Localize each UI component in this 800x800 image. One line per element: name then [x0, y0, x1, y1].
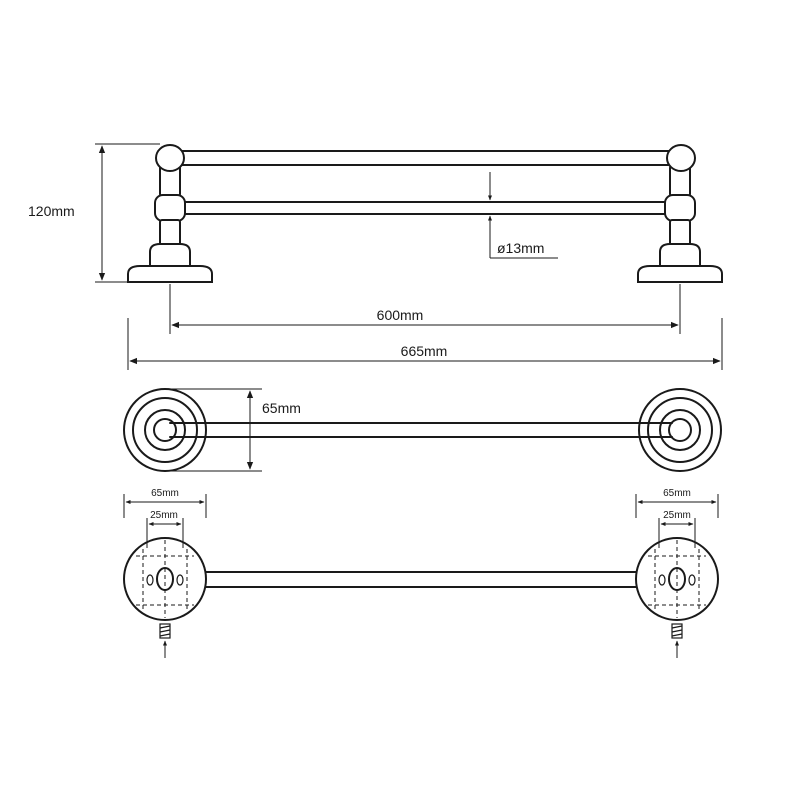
- screw-hole-icon: [176, 574, 184, 586]
- screw-icon: [159, 623, 171, 658]
- screw-hole-icon: [146, 574, 154, 586]
- left-plate-diameter-label: 65mm: [151, 488, 179, 499]
- screw-hole-icon: [658, 574, 666, 586]
- lower-rail: [179, 201, 671, 215]
- height-label: 120mm: [28, 203, 75, 219]
- tube-diameter-dimension: ø13mm: [488, 172, 558, 259]
- rosette-diameter-label: 65mm: [262, 400, 301, 416]
- rosette-diameter-dimension: 65mm: [165, 388, 301, 472]
- left-mounting-plate: [123, 537, 207, 658]
- left-plate-dimensions: 65mm 25mm: [123, 488, 207, 548]
- screw-hole-icon: [688, 574, 696, 586]
- left-hole-spacing-label: 25mm: [150, 510, 178, 521]
- front-view: 120mm ø13mm 600mm 665mm: [28, 143, 723, 370]
- inner-span-dimension: 600mm: [169, 284, 681, 334]
- overall-length-dimension: 665mm: [127, 318, 723, 370]
- left-post: [127, 144, 213, 283]
- mounting-view: 65mm 25mm 65mm 25mm: [123, 488, 719, 658]
- right-mounting-plate: [635, 537, 719, 658]
- center-hole-icon: [156, 567, 174, 591]
- height-dimension: 120mm: [28, 143, 160, 283]
- top-view: 65mm: [123, 388, 722, 472]
- right-plate-dimensions: 65mm 25mm: [635, 488, 719, 548]
- inner-span-label: 600mm: [377, 307, 424, 323]
- upper-rail: [169, 150, 681, 166]
- tube-diameter-label: ø13mm: [497, 240, 544, 256]
- right-post: [637, 144, 723, 283]
- right-rosette-top: [638, 388, 722, 472]
- right-plate-diameter-label: 65mm: [663, 488, 691, 499]
- overall-length-label: 665mm: [401, 343, 448, 359]
- center-hole-icon: [668, 567, 686, 591]
- left-rosette-top: [123, 388, 207, 472]
- right-hole-spacing-label: 25mm: [663, 510, 691, 521]
- screw-icon: [671, 623, 683, 658]
